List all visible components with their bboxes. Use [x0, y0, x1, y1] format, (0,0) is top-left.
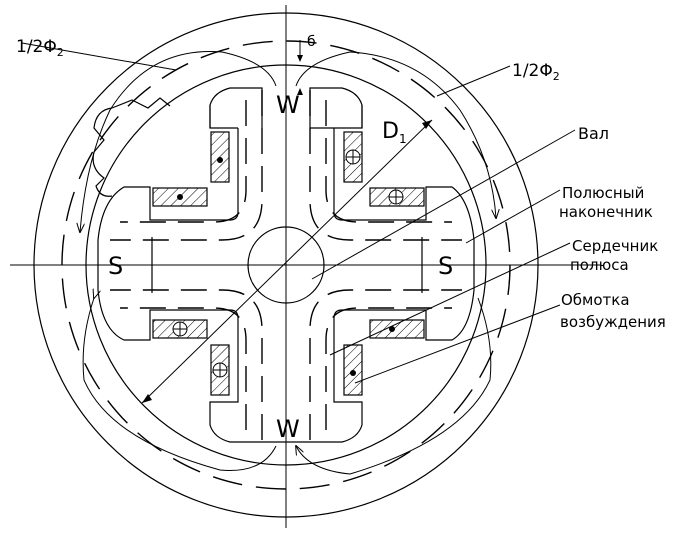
broken-out-edge [111, 97, 171, 109]
shaft-label: Вал [578, 124, 609, 143]
winding-label-line1: Обмотка [561, 291, 630, 309]
winding-leader [354, 304, 561, 384]
pole-core-label-line1: Сердечник [572, 237, 658, 255]
flux-left-leader [21, 42, 177, 71]
coil-dot-icon [389, 326, 395, 332]
coil-right-lower [369, 319, 425, 339]
pole-top-letter: W [276, 91, 300, 119]
flux-right-leader [436, 65, 511, 97]
diameter-arrow-icon [422, 120, 432, 129]
winding-label-line2: возбуждения [560, 313, 666, 331]
flux-left-label: 1/2Φ2 [16, 37, 64, 59]
coil-dot-icon [177, 194, 183, 200]
pole-shoe-label-line2: наконечник [559, 203, 653, 221]
gap-arrow-icon [297, 55, 303, 62]
flux-right-label: 1/2Φ2 [512, 61, 560, 83]
pole-core-leader [329, 242, 571, 356]
rotor-flux-lines [110, 90, 462, 440]
gap-label: б [307, 34, 316, 50]
broken-out-section [92, 107, 113, 197]
diameter-arrow-icon [142, 394, 152, 403]
pole-right-letter: S [438, 252, 453, 280]
pole-bottom-letter: W [276, 415, 300, 443]
coil-dot-icon [217, 157, 223, 163]
shaft-circle [247, 226, 325, 304]
gap-arrow-icon [297, 88, 303, 95]
pole-core-label-line2: полюса [570, 256, 629, 274]
pole-left-letter: S [108, 252, 123, 280]
rotor-outline [97, 87, 475, 443]
diameter-label: D1 [382, 119, 407, 146]
coil-dot-icon [350, 370, 356, 376]
diameter-line [141, 119, 433, 404]
pole-shoe-leader [465, 189, 561, 244]
shaft-leader [311, 129, 576, 280]
excitation-coils [152, 131, 425, 396]
gap-flux-arcs [80, 50, 496, 475]
pole-shoe-label-line1: Полюсный [562, 184, 644, 202]
